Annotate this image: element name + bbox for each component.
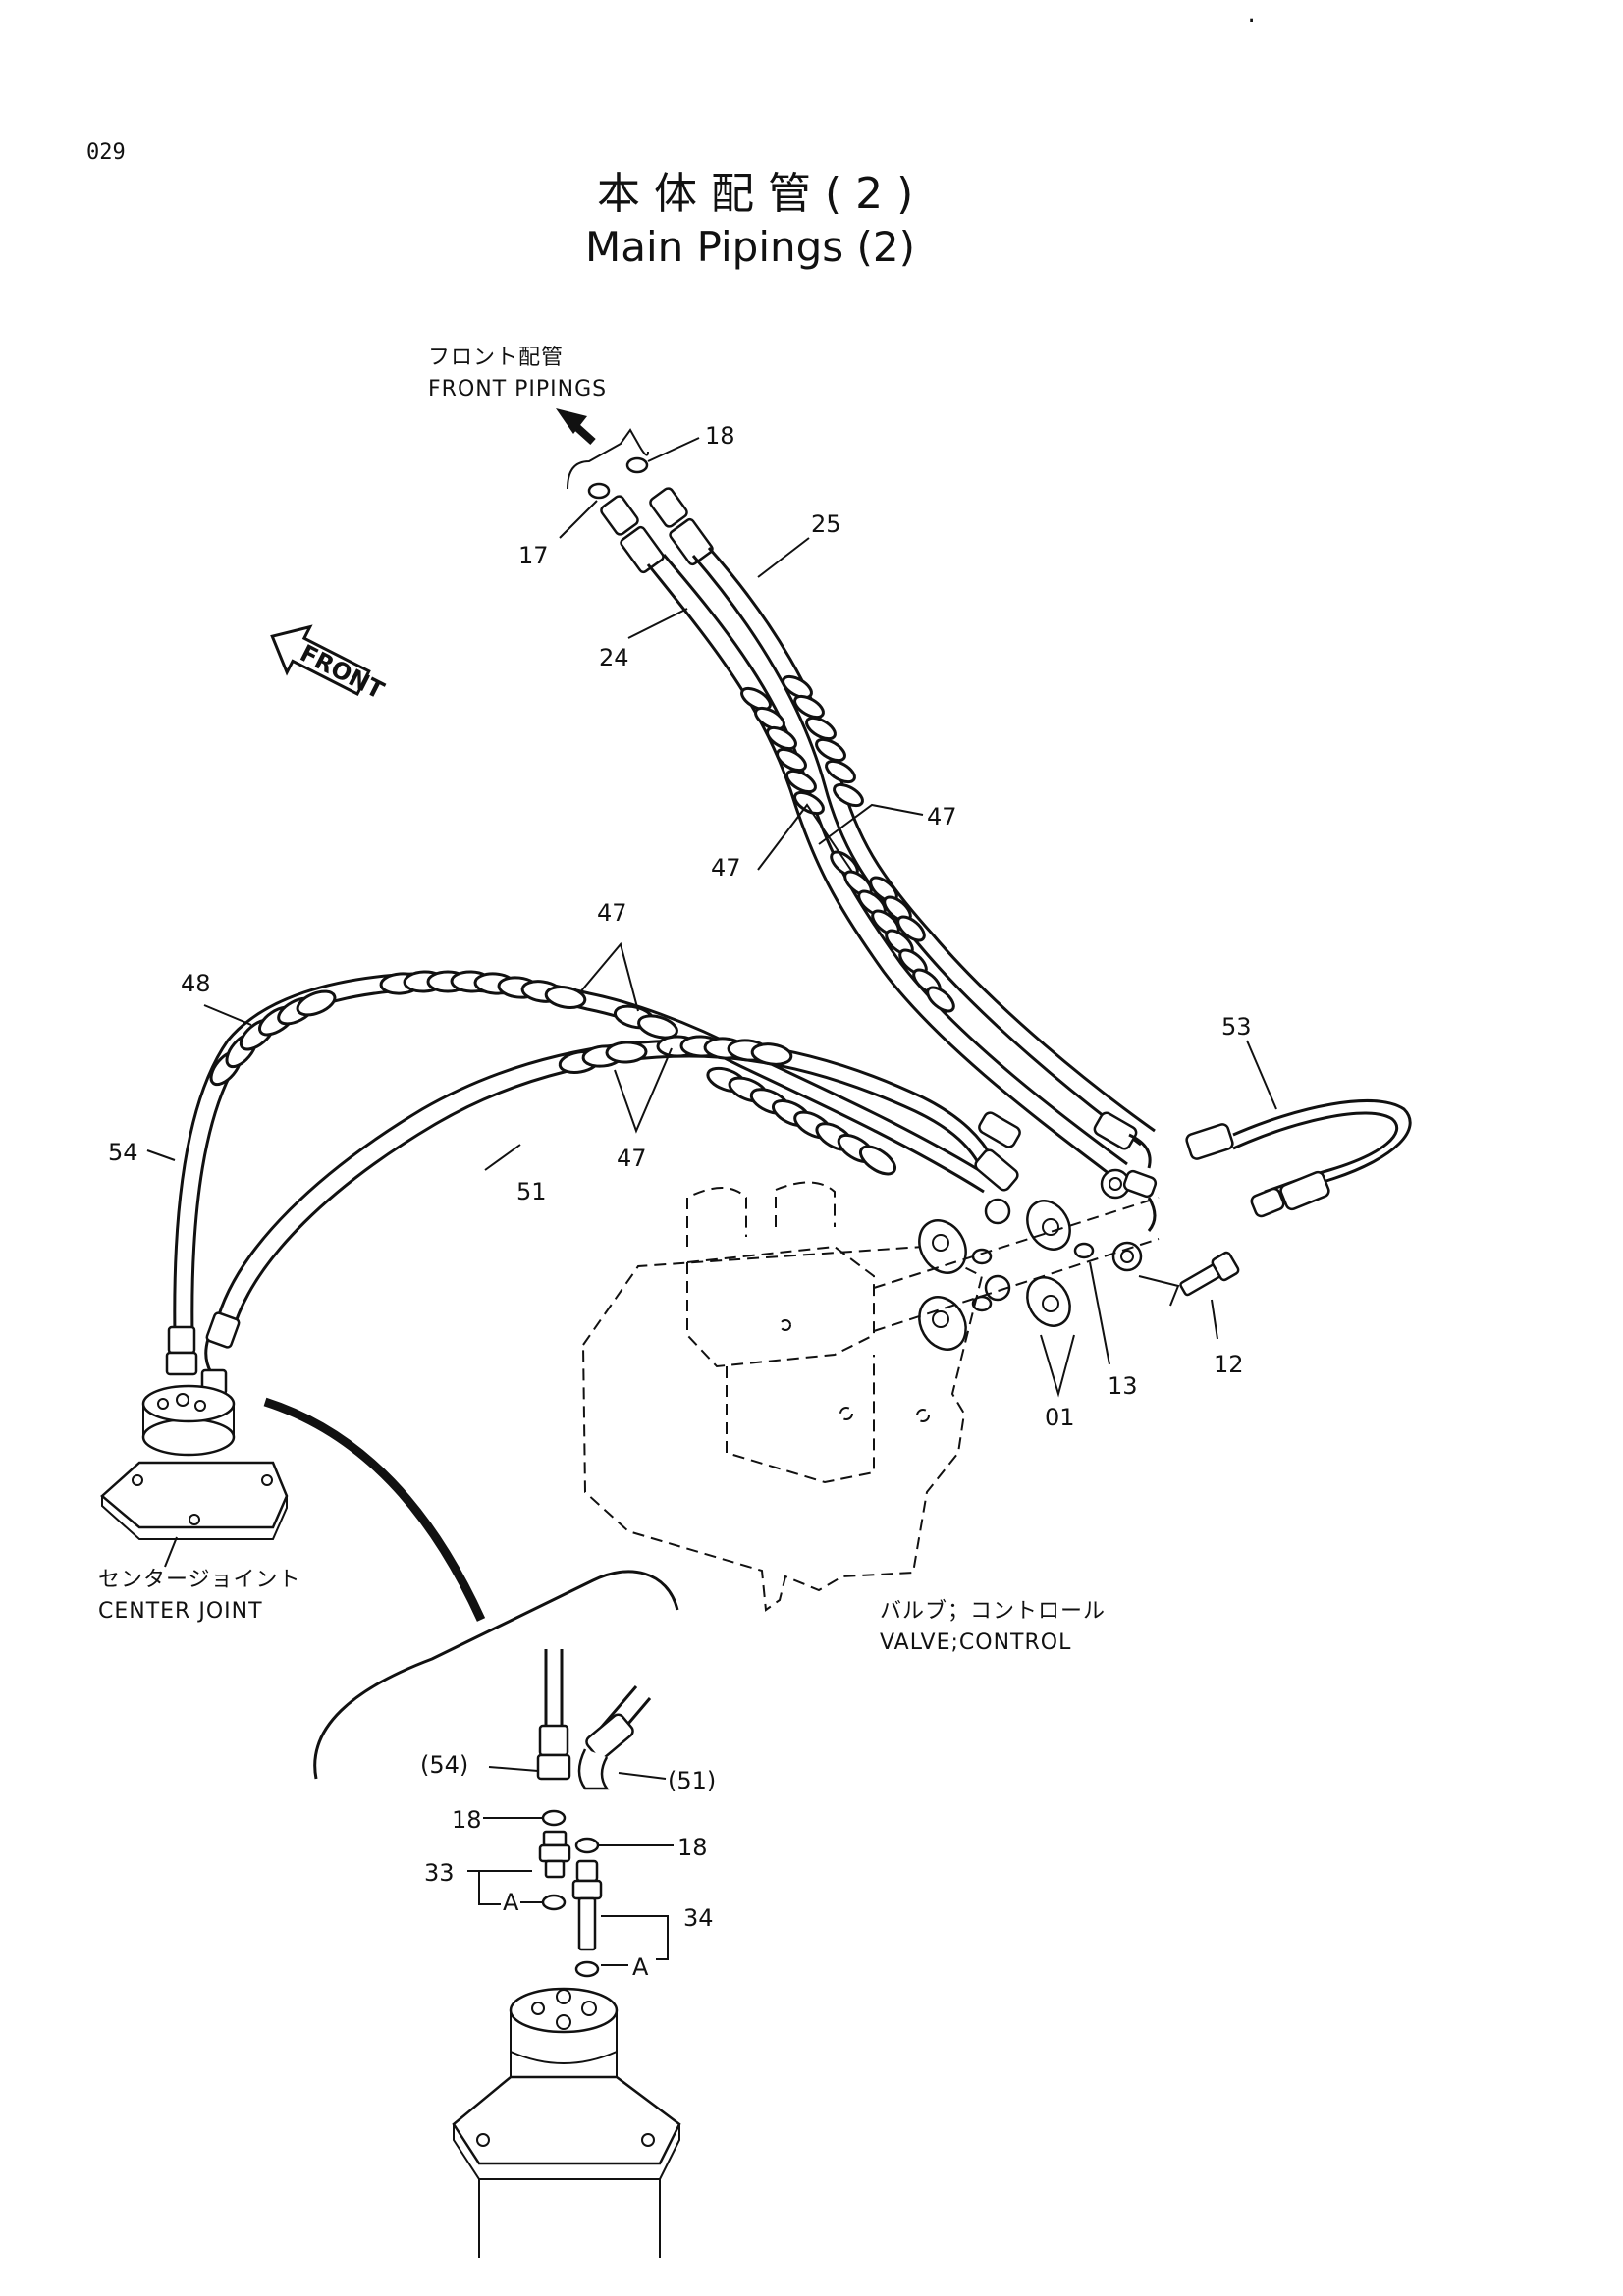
front-arrow-label: FRONT (296, 639, 389, 705)
control-valve (581, 1181, 984, 1612)
leader-25 (757, 537, 810, 578)
leader-47-upper-right (818, 803, 924, 845)
callout-a-right: A (632, 1953, 649, 1981)
assembly-centerline (873, 1197, 1160, 1332)
callout-47-upper-left: 47 (711, 854, 741, 881)
front-direction-arrow-icon: FRONT (270, 624, 389, 705)
callout-18-top: 18 (705, 422, 735, 450)
front-pipings-label-jp: フロント配管 (428, 346, 564, 370)
detail-balloon-outline (313, 1570, 679, 1780)
callout-a-left: A (503, 1889, 519, 1916)
callout-33: 33 (424, 1859, 455, 1887)
callout-51-paren: (51) (668, 1767, 716, 1794)
o-ring-18 (625, 456, 649, 474)
callout-18-right: 18 (677, 1834, 708, 1861)
o-ring-13 (1073, 1242, 1095, 1259)
spiral-guard-front (740, 674, 955, 1013)
leader-12 (1211, 1299, 1218, 1340)
front-pipings-direction-arrow-icon (556, 408, 596, 445)
leader-48 (203, 1004, 252, 1026)
callout-54-paren: (54) (420, 1751, 468, 1779)
leader-47-upper-left (757, 803, 853, 873)
leader-53 (1246, 1040, 1277, 1110)
center-joint (100, 1384, 289, 1540)
front-pipings-bracket (567, 428, 649, 490)
center-joint-label-en: CENTER JOINT (98, 1599, 263, 1624)
hose-53 (1185, 1099, 1412, 1218)
title-japanese: 本体配管(2) (597, 169, 927, 219)
callout-48: 48 (181, 970, 211, 997)
callout-53: 53 (1221, 1013, 1252, 1041)
detail-leader-line (263, 1397, 486, 1622)
spiral-guard-rear (209, 970, 896, 1176)
leader-18 (647, 437, 700, 462)
detail-adapter-33 (538, 1830, 571, 1879)
leader-center-joint (164, 1536, 178, 1568)
leader-51-paren (618, 1772, 667, 1780)
o-ring-17 (587, 482, 611, 500)
center-joint-label-jp: センタージョイント (98, 1568, 301, 1592)
leader-54-paren (488, 1766, 539, 1772)
control-valve-label-jp: バルブ；コントロール (880, 1599, 1106, 1624)
callout-13: 13 (1108, 1372, 1138, 1400)
leader-13 (1089, 1261, 1110, 1365)
detail-adapter-34 (571, 1859, 603, 1951)
leader-47-mid-bottom (614, 1047, 673, 1134)
split-flange-set (918, 1198, 1095, 1351)
detail-o-rings (541, 1809, 600, 1978)
leader-17 (559, 500, 598, 539)
front-hose-end-fittings (1093, 1111, 1158, 1272)
callout-51: 51 (516, 1178, 547, 1205)
callout-47-mid-top: 47 (597, 899, 627, 927)
callout-47-mid-bottom: 47 (617, 1145, 647, 1172)
title-english: Main Pipings (2) (585, 223, 915, 271)
callout-54: 54 (108, 1139, 138, 1166)
callout-17: 17 (518, 542, 549, 569)
corner-mark: · (1245, 9, 1258, 33)
leader-51 (484, 1144, 521, 1171)
callout-12: 12 (1214, 1351, 1244, 1378)
leader-54 (146, 1149, 176, 1161)
hose-51 (214, 1039, 996, 1336)
callout-25: 25 (811, 510, 841, 538)
detail-hose-fittings (536, 1649, 652, 1790)
callout-34: 34 (683, 1904, 714, 1932)
leader-33 (467, 1870, 532, 1905)
leader-01 (1040, 1334, 1075, 1398)
hose-25 (649, 487, 1156, 1147)
callout-01: 01 (1045, 1404, 1075, 1431)
leader-34 (601, 1915, 669, 1960)
callout-24: 24 (599, 644, 629, 671)
detail-center-joint (452, 1987, 681, 2258)
center-joint-hose-fittings (165, 1311, 241, 1396)
bolt-12 (1138, 1251, 1240, 1307)
callout-18-left: 18 (452, 1806, 482, 1834)
leader-24 (627, 608, 688, 639)
page-number: 029 (86, 140, 126, 165)
front-pipings-label-en: FRONT PIPINGS (428, 377, 607, 401)
callout-47-upper-right: 47 (927, 803, 957, 830)
rear-hose-end-fittings (974, 1111, 1021, 1192)
control-valve-label-en: VALVE;CONTROL (880, 1630, 1071, 1655)
leader-47-mid-top (578, 941, 639, 1012)
